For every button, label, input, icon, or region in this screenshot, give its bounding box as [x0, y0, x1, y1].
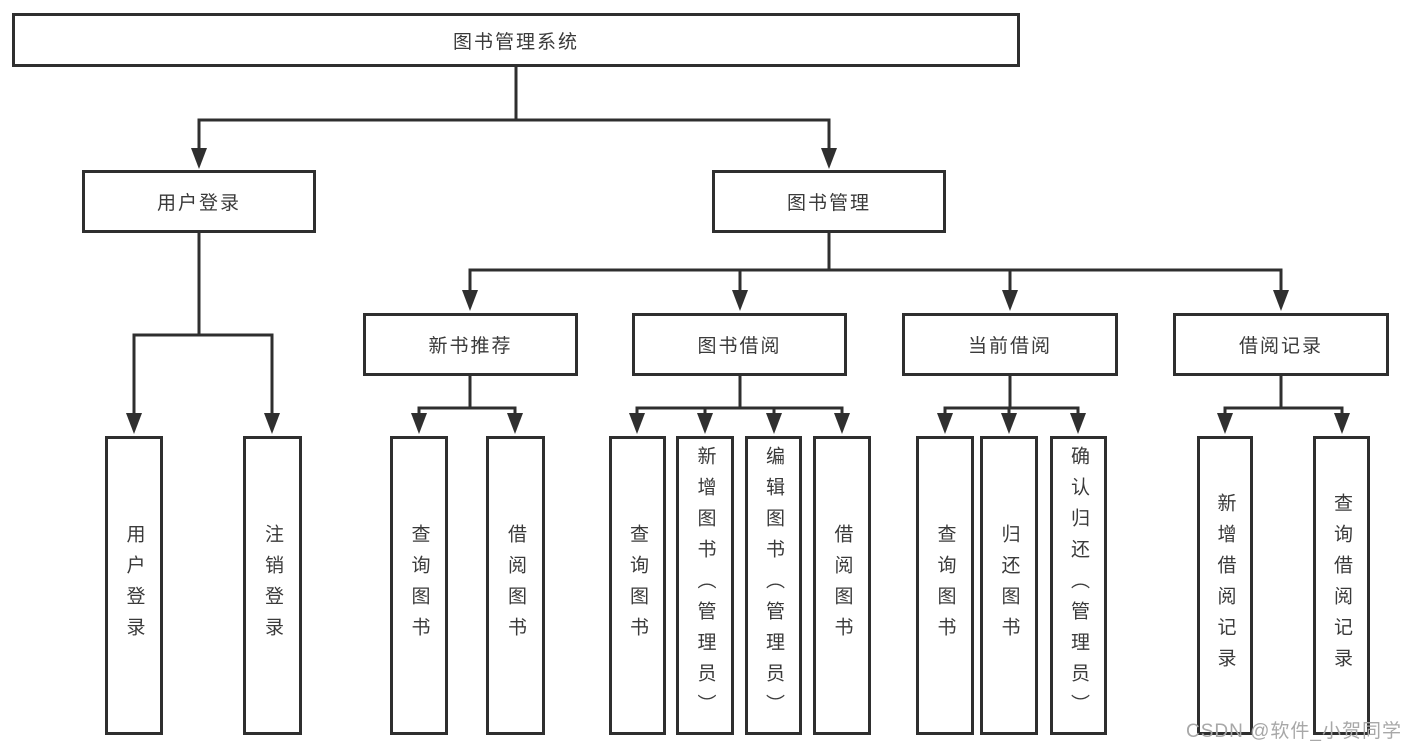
arrowhead: [629, 413, 645, 434]
leaf-current-query: 查询图书: [916, 436, 974, 735]
connector-user-login-to-leaves: [126, 231, 280, 434]
leaf-user-login: 用户登录: [105, 436, 163, 735]
arrowhead: [264, 413, 280, 434]
arrowhead: [1070, 413, 1086, 434]
connector-root-to-level2: [191, 66, 837, 169]
arrowhead: [1273, 290, 1289, 311]
node-new-book-rec: 新书推荐: [363, 313, 578, 376]
node-user-login: 用户登录: [82, 170, 316, 233]
leaf-current-confirm-return: 确认归还（管理员）: [1050, 436, 1107, 735]
arrowhead: [1334, 413, 1350, 434]
arrowhead: [1001, 413, 1017, 434]
connector-book-mgmt-to-level3: [462, 231, 1289, 311]
leaf-record-add: 新增借阅记录: [1197, 436, 1253, 735]
connector-new-book-to-leaves: [411, 374, 523, 434]
arrowhead: [766, 413, 782, 434]
arrowhead: [1217, 413, 1233, 434]
arrowhead: [126, 413, 142, 434]
leaf-borrow-query: 查询图书: [609, 436, 666, 735]
arrowhead: [937, 413, 953, 434]
arrowhead: [821, 148, 837, 169]
arrowhead: [411, 413, 427, 434]
arrowhead: [462, 290, 478, 311]
connector-book-borrow-to-leaves: [629, 374, 850, 434]
node-root: 图书管理系统: [12, 13, 1020, 67]
arrowhead: [1002, 290, 1018, 311]
connector-borrow-record-to-leaves: [1217, 374, 1350, 434]
arrowhead: [732, 290, 748, 311]
arrowhead: [507, 413, 523, 434]
leaf-borrow-add-book: 新增图书（管理员）: [676, 436, 734, 735]
leaf-newbook-query: 查询图书: [390, 436, 448, 735]
node-borrow-record: 借阅记录: [1173, 313, 1389, 376]
node-book-borrow: 图书借阅: [632, 313, 847, 376]
arrowhead: [697, 413, 713, 434]
leaf-borrow-edit-book: 编辑图书（管理员）: [745, 436, 802, 735]
leaf-borrow-book: 借阅图书: [813, 436, 871, 735]
leaf-logout: 注销登录: [243, 436, 302, 735]
csdn-watermark: CSDN @软件_小贺同学: [1186, 721, 1402, 742]
node-current-borrow: 当前借阅: [902, 313, 1118, 376]
arrowhead: [834, 413, 850, 434]
leaf-current-return: 归还图书: [980, 436, 1038, 735]
connector-current-borrow-to-leaves: [937, 374, 1086, 434]
leaf-newbook-borrow: 借阅图书: [486, 436, 545, 735]
arrowhead: [191, 148, 207, 169]
leaf-record-query: 查询借阅记录: [1313, 436, 1370, 735]
node-book-mgmt: 图书管理: [712, 170, 946, 233]
